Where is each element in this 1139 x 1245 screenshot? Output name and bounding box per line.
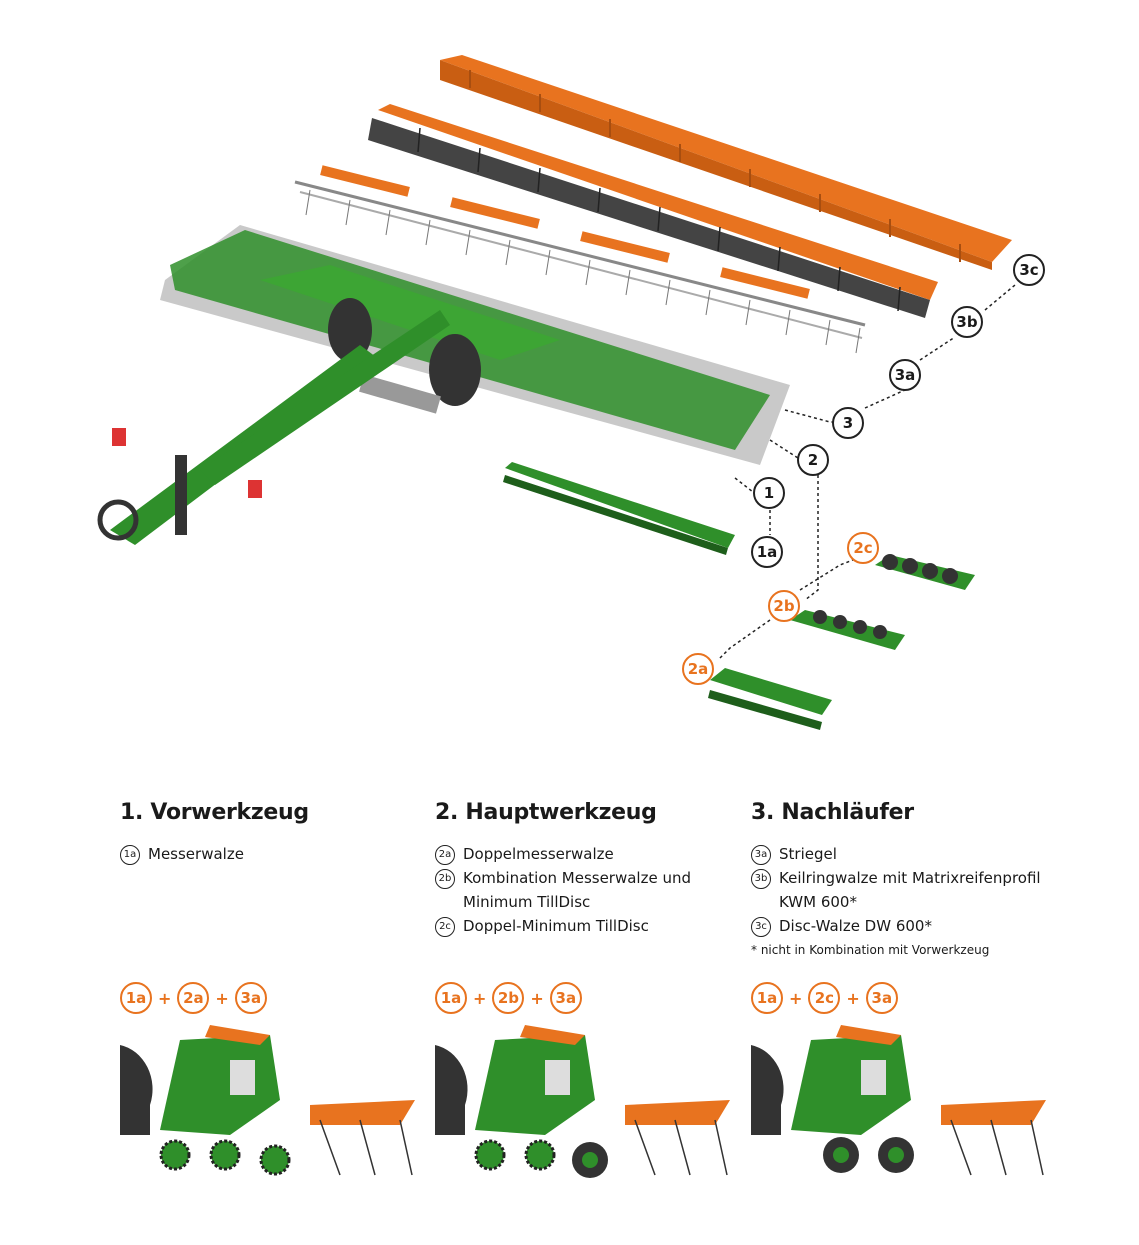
combo-1: 1a + 2a + 3a (120, 982, 267, 1014)
combo-badge: 1a (435, 982, 467, 1014)
plus-sign: + (473, 988, 487, 1008)
item-text: Messerwalze (148, 845, 244, 863)
column-title-vorwerkzeug: 1. Vorwerkzeug (120, 800, 309, 825)
column-title-hauptwerkzeug: 2. Hauptwerkzeug (435, 800, 657, 825)
item-text: Keilringwalze mit Matrixreifenprofil KWM… (779, 869, 1041, 911)
callout-3: 3 (832, 407, 864, 439)
badge: 3c (751, 917, 771, 937)
plus-sign: + (530, 988, 544, 1008)
plus-sign: + (215, 988, 229, 1008)
harrow-3a (294, 165, 866, 354)
list-item: 3a Striegel (751, 842, 1051, 866)
badge: 3b (751, 869, 771, 889)
callout-1a: 1a (751, 536, 783, 568)
double-knife-roller-2a (708, 668, 832, 730)
combo-badge: 2c (808, 982, 841, 1014)
main-frame (160, 225, 790, 465)
combo-badge: 1a (120, 982, 152, 1014)
list-item: 3b Keilringwalze mit Matrixreifenprofil K… (751, 866, 1051, 914)
combo-badge: 2a (177, 982, 210, 1014)
combo-badge: 3a (865, 982, 898, 1014)
item-text: Kombination Messerwalze und Minimum Till… (463, 869, 691, 911)
side-view-combo-1 (120, 1025, 415, 1176)
double-till-disc-2c (875, 554, 975, 590)
knife-roller-till-disc-2b (790, 610, 905, 650)
callout-2c: 2c (847, 532, 879, 564)
item-text: Doppelmesserwalze (463, 845, 614, 863)
wedge-ring-roller-3b (368, 104, 938, 318)
item-text: Doppel-Minimum TillDisc (463, 917, 649, 935)
combo-badge: 1a (751, 982, 783, 1014)
combo-badge: 3a (234, 982, 267, 1014)
list-nachlaeufer: 3a Striegel 3b Keilringwalze mit Matrixrei… (751, 842, 1051, 938)
side-view-combo-2 (435, 1025, 730, 1178)
list-hauptwerkzeug: 2a Doppelmesserwalze 2b Kombination Messer… (435, 842, 705, 938)
plus-sign: + (846, 988, 860, 1008)
badge: 2a (435, 845, 455, 865)
disc-roller-3c (440, 55, 1012, 270)
callout-1: 1 (753, 477, 785, 509)
callout-3b: 3b (951, 306, 983, 338)
combo-3: 1a + 2c + 3a (751, 982, 898, 1014)
list-item: 1a Messerwalze (120, 842, 400, 866)
list-vorwerkzeug: 1a Messerwalze (120, 842, 400, 866)
side-view-combo-3 (751, 1025, 1046, 1176)
badge: 2b (435, 869, 455, 889)
list-item: 2c Doppel-Minimum TillDisc (435, 914, 705, 938)
footnote: * nicht in Kombination mit Vorwerkzeug (751, 943, 990, 957)
drawbar (97, 310, 450, 545)
list-item: 2a Doppelmesserwalze (435, 842, 705, 866)
badge: 3a (751, 845, 771, 865)
callout-2: 2 (797, 444, 829, 476)
callout-2a: 2a (682, 653, 714, 685)
item-text: Striegel (779, 845, 837, 863)
list-item: 3c Disc-Walze DW 600* (751, 914, 1051, 938)
knife-roller-1a (503, 462, 735, 555)
badge: 2c (435, 917, 455, 937)
column-title-nachlaeufer: 3. Nachläufer (751, 800, 914, 825)
callout-3a: 3a (889, 359, 921, 391)
combo-2: 1a + 2b + 3a (435, 982, 582, 1014)
callout-2b: 2b (768, 590, 800, 622)
badge: 1a (120, 845, 140, 865)
callout-3c: 3c (1013, 254, 1045, 286)
plus-sign: + (789, 988, 803, 1008)
exploded-machine-illustration (97, 55, 1016, 730)
combo-badge: 3a (549, 982, 582, 1014)
plus-sign: + (158, 988, 172, 1008)
list-item: 2b Kombination Messerwalze und Minimum Ti… (435, 866, 705, 914)
combo-badge: 2b (492, 982, 525, 1014)
item-text: Disc-Walze DW 600* (779, 917, 932, 935)
